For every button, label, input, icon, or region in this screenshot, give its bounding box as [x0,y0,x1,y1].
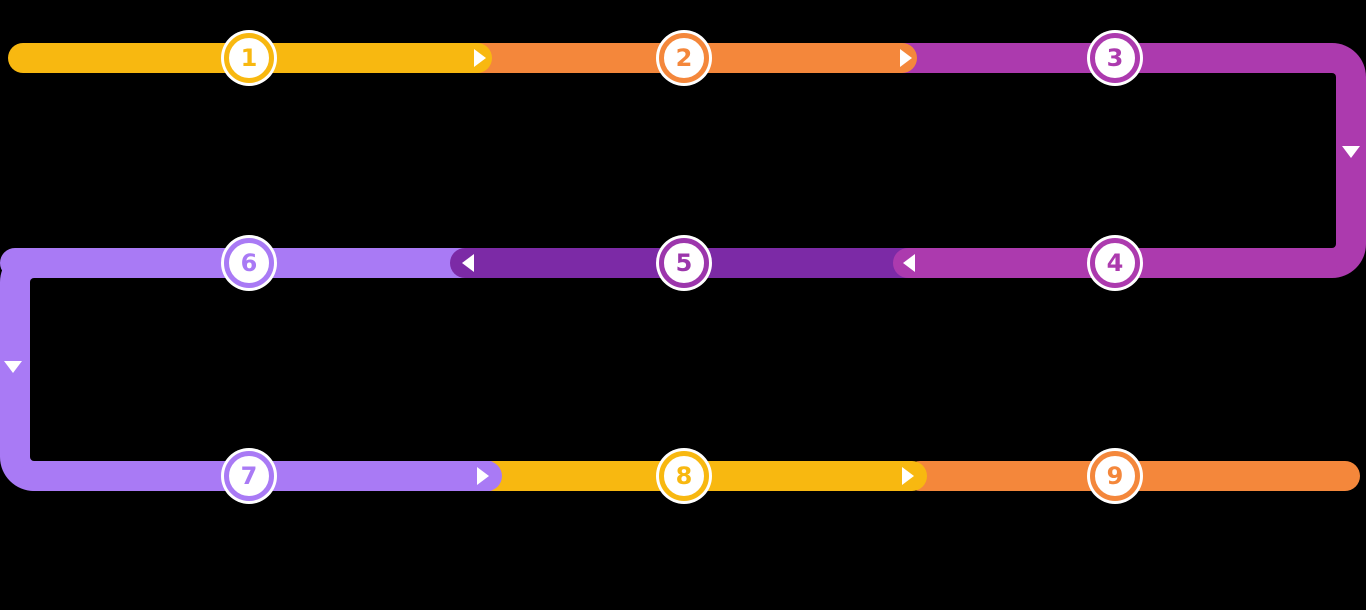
step-number: 4 [1106,249,1124,277]
step-number: 9 [1106,462,1124,490]
step-number: 1 [240,44,258,72]
step-node-7: 7 [224,451,274,501]
step-node-8: 8 [659,451,709,501]
step-number: 5 [675,249,693,277]
flow-arrow-left-icon [903,254,915,272]
flow-arrow-right-icon [474,49,486,67]
step-number: 7 [240,462,258,490]
flow-arrow-down-icon [4,361,22,373]
flow-arrow-left-icon [462,254,474,272]
step-node-4: 4 [1090,238,1140,288]
step-node-9: 9 [1090,451,1140,501]
step-node-2: 2 [659,33,709,83]
step-node-3: 3 [1090,33,1140,83]
step-number: 2 [675,44,693,72]
step-number: 6 [240,249,258,277]
flow-arrow-right-icon [900,49,912,67]
step-number: 8 [675,462,693,490]
flow-arrow-right-icon [902,467,914,485]
step-number: 3 [1106,44,1124,72]
flow-arrow-right-icon [477,467,489,485]
step-node-5: 5 [659,238,709,288]
flow-arrow-down-icon [1342,146,1360,158]
step-node-6: 6 [224,238,274,288]
step-node-1: 1 [224,33,274,83]
